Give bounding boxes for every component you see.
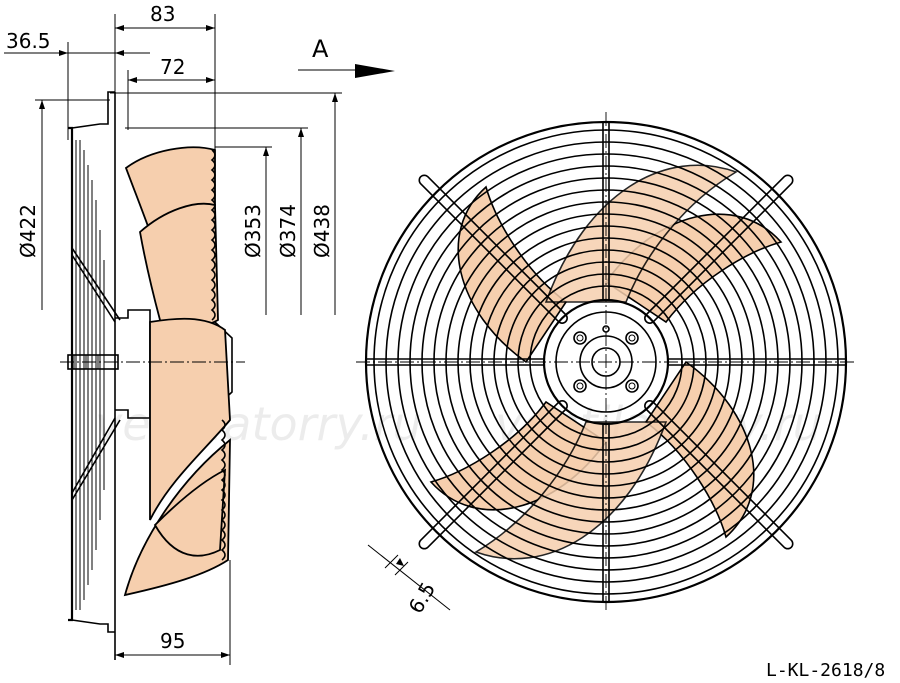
dim-36-5-label: 36.5: [6, 29, 51, 53]
front-view: [356, 112, 856, 612]
dim-6-5-label: 6.5: [404, 578, 441, 618]
side-blades: [60, 146, 245, 597]
dimension-72: 72: [127, 55, 215, 130]
dimension-422: Ø422: [16, 99, 110, 310]
dimension-95: 95: [115, 560, 231, 665]
dimension-438: Ø438: [110, 92, 342, 315]
side-view: 83 36.5 72 Ø422 Ø353: [4, 2, 395, 665]
front-grille-struts: [366, 122, 846, 602]
dim-374-label: Ø374: [276, 204, 300, 258]
dimension-83: 83: [114, 2, 216, 150]
dimension-374: Ø374: [125, 127, 308, 315]
view-arrow-label: A: [312, 35, 329, 63]
view-arrow-a: A: [298, 35, 395, 78]
dim-353-label: Ø353: [241, 204, 265, 258]
dimension-36-5: 36.5: [4, 29, 150, 140]
dim-438-label: Ø438: [310, 204, 334, 258]
dim-95-label: 95: [160, 629, 185, 653]
watermark-left: ventilatorry.ru: [95, 397, 422, 451]
side-grille: [67, 91, 121, 660]
dimension-353: Ø353: [215, 146, 272, 315]
drawing-code: L-KL-2618/8: [766, 660, 885, 681]
dim-83-label: 83: [150, 2, 175, 26]
dim-422-label: Ø422: [16, 204, 40, 258]
dimension-6-5: 6.5: [367, 544, 451, 618]
dim-72-label: 72: [160, 55, 185, 79]
